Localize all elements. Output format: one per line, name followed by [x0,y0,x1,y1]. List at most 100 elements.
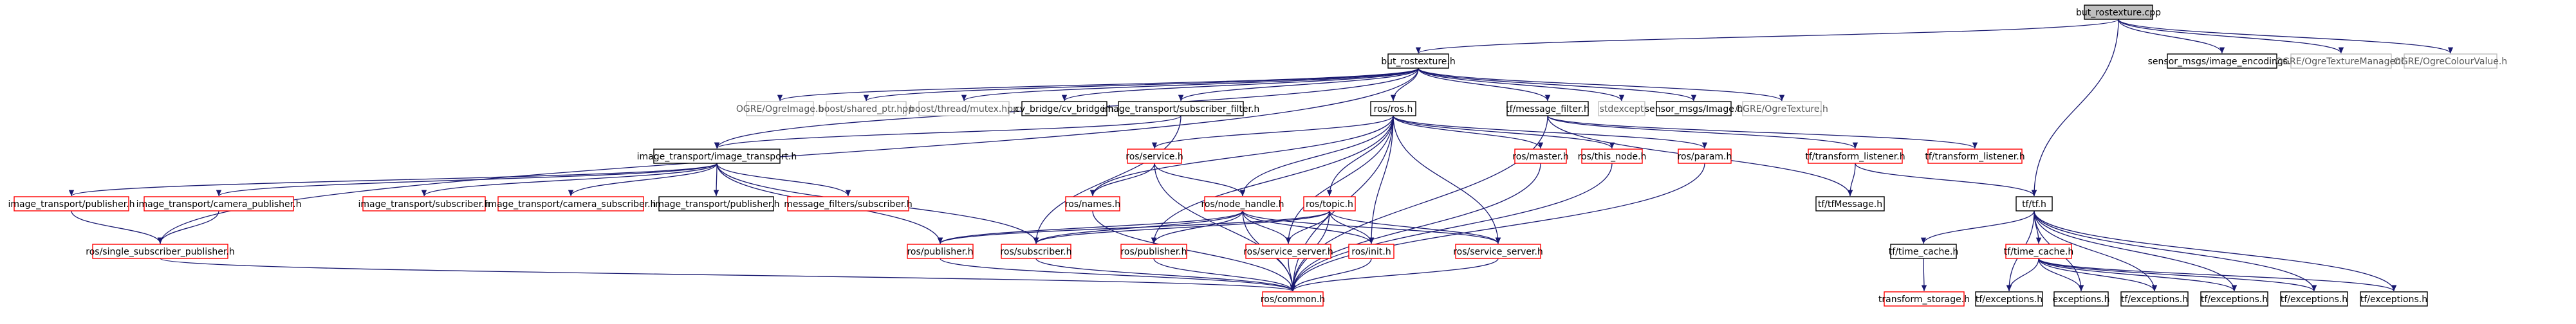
file-node-boost-mutex: boost/thread/mutex.hpp [909,101,1019,116]
file-node-label: tf/exceptions.h [2121,294,2188,305]
include-edge [1290,163,1541,292]
file-node-tf-tf[interactable]: tf/tf.h [2015,196,2053,212]
file-node-box [1581,148,1643,164]
file-node-label: image_transport/camera_publisher.h [136,199,302,210]
file-node-sensor-msgs-image-encodings[interactable]: sensor_msgs/image_encodings.h [2148,53,2297,69]
file-node-label: tf/message_filter.h [1506,104,1589,114]
file-node-label: ros/publisher.h [1120,247,1187,257]
include-edge [1920,210,2035,244]
file-node-ros-topic: ros/topic.h [1303,196,1356,212]
include-edge [1242,210,1501,244]
file-node-label: ros/node_handle.h [1201,199,1284,210]
file-node-boost-shared-ptr: boost/shared_ptr.hpp [819,101,914,116]
file-node-it-subscriber-filter[interactable]: image_transport/subscriber_filter.h [1102,101,1260,116]
file-node-box [92,244,228,259]
include-edge [940,258,1295,292]
include-edge [1326,115,1394,197]
include-edge [1418,68,1696,102]
include-edge [1033,115,1181,244]
file-node-it-image-transport[interactable]: image_transport/image_transport.h [637,148,797,164]
file-node-label: OGRE/OgreTexture.h [1736,104,1828,114]
include-edge [1393,115,1707,149]
file-node-sensor-msgs-image[interactable]: sensor_msgs/Image.h [1645,101,1743,116]
include-edge [1151,115,1394,244]
file-node-ogre-image: OGRE/OgreImage.h [736,101,824,116]
include-edge [1290,163,1613,292]
include-edge [1418,68,1784,102]
file-node-box [1348,244,1395,259]
file-node-it-camera-subscriber: image_transport/camera_subscriber.h [486,196,656,212]
file-node-ros-service-server-1: ros/service_server.h [1243,244,1333,259]
file-node-box [2200,291,2268,307]
file-node-label: OGRE/OgreImage.h [736,104,824,114]
file-node-box [1884,291,1965,307]
file-node-tf-exceptions-5[interactable]: tf/exceptions.h [2360,291,2428,307]
include-edge [1416,19,2119,54]
file-node-but-rostexture-h[interactable]: but_rostexture.h [1381,53,1456,69]
include-edge [1418,68,1625,102]
file-node-tf-transform-listener-2: tf/transform_listener.h [1925,148,2025,164]
include-edge [1547,115,1978,149]
file-node-tf-exceptions-3[interactable]: tf/exceptions.h [2200,291,2268,307]
file-node-box [2404,53,2497,69]
include-edge [2118,19,2344,54]
file-node-it-publisher-2[interactable]: image_transport/publisher.h [653,196,780,212]
file-node-ros-this-node: ros/this_node.h [1578,148,1647,164]
file-node-label: tf/tfMessage.h [1818,199,1882,210]
file-node-box [2015,196,2053,212]
file-node-exceptions[interactable]: exceptions.h [2052,291,2110,307]
file-node-tf-time-cache-1[interactable]: tf/time_cache.h [1889,244,1959,259]
include-edge [938,210,1243,244]
file-node-stdexcept: stdexcept [1598,101,1645,116]
include-edge [1033,210,1330,244]
file-node-label: ros/common.h [1261,294,1325,305]
include-edge [2118,19,2225,54]
file-node-box [1021,101,1107,116]
include-edge [1239,115,1394,197]
file-node-label: exceptions.h [2052,294,2109,305]
file-node-ros-publisher-2: ros/publisher.h [1120,244,1187,259]
include-edge [938,210,1330,244]
file-node-it-camera-publisher: image_transport/camera_publisher.h [136,196,302,212]
include-edge [1092,210,1296,292]
file-node-tf-exceptions-1[interactable]: tf/exceptions.h [1975,291,2043,307]
file-node-box [1245,244,1331,259]
file-node-ros-node-handle: ros/node_handle.h [1201,196,1284,212]
file-node-box [1975,291,2043,307]
file-node-tf-message-filter[interactable]: tf/message_filter.h [1506,101,1589,116]
file-node-label: but_rostexture.h [1381,57,1455,67]
file-node-label: tf/tf.h [2022,199,2046,210]
file-node-tf-exceptions-2[interactable]: tf/exceptions.h [2120,291,2189,307]
file-node-ros-publisher-1: ros/publisher.h [907,244,974,259]
file-node-tf-tfmessage[interactable]: tf/tfMessage.h [1815,196,1885,212]
include-edge [1089,163,1155,197]
include-edge [1153,258,1296,292]
include-edge [1285,115,1394,244]
file-node-label: ros/master.h [1512,152,1568,162]
file-node-label: ros/this_node.h [1578,152,1647,162]
file-node-ros-ros[interactable]: ros/ros.h [1370,101,1416,116]
file-node-label: tf/transform_listener.h [1925,152,2025,162]
file-node-label: tf/transform_listener.h [1805,152,1905,162]
file-node-cv-bridge[interactable]: cv_bridge/cv_bridge.h [1015,101,1114,116]
file-node-label: image_transport/subscriber.h [358,199,490,210]
include-edge [1329,210,1375,244]
file-node-ros-common: ros/common.h [1261,291,1325,307]
include-edge [714,115,1181,149]
file-node-label: image_transport/image_transport.h [637,152,797,162]
include-edge [2031,19,2119,197]
file-node-label: transform_storage.h [1878,294,1970,305]
include-edge [1290,163,1705,292]
file-node-box [1506,101,1589,116]
include-edge [1547,115,1858,149]
include-edge [1393,115,1501,244]
file-node-box [362,196,486,212]
include-edge [71,210,163,244]
file-node-box [826,101,907,116]
file-node-tf-exceptions-4[interactable]: tf/exceptions.h [2280,291,2348,307]
file-node-box [2120,291,2189,307]
file-node-box [658,196,774,212]
include-edge [1921,258,1927,292]
file-node-box [1120,244,1187,259]
file-node-label: ros/topic.h [1306,199,1353,210]
